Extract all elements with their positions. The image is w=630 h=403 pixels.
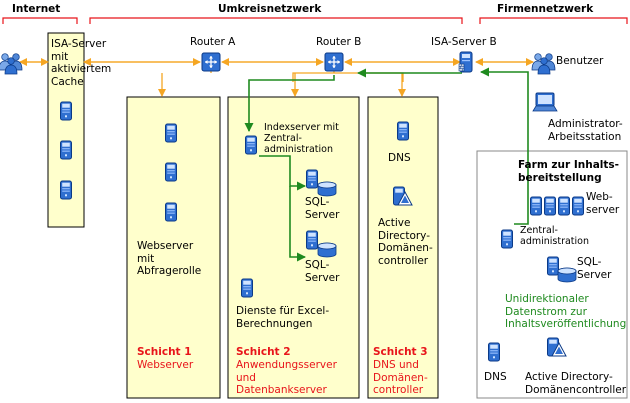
farm-web-server-icon	[530, 196, 542, 216]
isa-server-b-label: ISA-Server B	[431, 36, 497, 48]
admin-workstation-icon	[532, 92, 558, 112]
ad-domain-controller-label: Active Directory- Domänen- controller	[378, 217, 433, 267]
farm-title: Farm zur Inhalts- bereitstellung	[518, 159, 620, 184]
zone-brackets	[2, 17, 628, 24]
dns-label: DNS	[388, 152, 411, 164]
sql-database-2-icon	[317, 242, 337, 258]
tier1-title: Schicht 1	[137, 346, 192, 358]
web-query-server-icon	[165, 202, 177, 222]
index-server-label: Indexserver mit Zentral- administration	[264, 122, 339, 155]
web-query-server-icon	[165, 162, 177, 182]
tier1-desc: Webserver	[137, 359, 194, 371]
sql-database-1-icon	[317, 181, 337, 197]
internet-users-icon	[0, 53, 23, 75]
tier1-box	[126, 96, 221, 399]
isa-cache-server-icon	[60, 101, 72, 121]
corporate-users-icon	[531, 53, 556, 75]
farm-dns-label: DNS	[484, 371, 507, 383]
sql-server-1-label: SQL- Server	[305, 196, 340, 221]
unidirectional-label: Unidirektionaler Datenstrom zur Inhaltsv…	[505, 293, 627, 330]
farm-central-admin-label: Zentral- administration	[520, 225, 590, 247]
router-a-icon	[201, 52, 221, 72]
farm-web-server-icon	[544, 196, 556, 216]
farm-sql-database-icon	[557, 267, 577, 283]
isa-server-b-firewall-icon	[458, 51, 473, 73]
router-b-label: Router B	[316, 36, 362, 48]
farm-sql-server-icon	[547, 256, 559, 276]
farm-ad-domain-controller-label: Active Directory- Domänencontroller	[525, 371, 627, 396]
users-label: Benutzer	[556, 55, 604, 67]
web-query-server-icon	[165, 123, 177, 143]
tier3-title: Schicht 3	[373, 346, 428, 358]
farm-dns-server-icon	[488, 342, 500, 362]
index-server-icon	[245, 135, 257, 155]
sql-server-2-icon	[306, 230, 318, 250]
isa-cache-server-icon	[60, 180, 72, 200]
excel-services-label: Dienste für Excel- Berechnungen	[236, 305, 330, 330]
farm-sql-server-label: SQL- Server	[577, 256, 612, 281]
orange-connections	[19, 58, 534, 97]
tier3-desc: DNS und Domänen- controller	[373, 359, 428, 396]
farm-web-server-icon	[558, 196, 570, 216]
farm-web-server-icon	[572, 196, 584, 216]
excel-services-server-icon	[241, 278, 253, 298]
zone-internet-label: Internet	[12, 3, 61, 15]
dns-server-icon	[397, 121, 409, 141]
zone-perimeter-label: Umkreisnetzwerk	[218, 3, 322, 15]
router-a-label: Router A	[190, 36, 236, 48]
farm-web-server-label: Web- server	[586, 191, 620, 216]
sql-server-2-label: SQL- Server	[305, 259, 340, 284]
web-query-label: Webserver mit Abfragerolle	[137, 240, 202, 277]
router-b-icon	[324, 52, 344, 72]
tier3-box	[367, 96, 439, 399]
green-flow	[244, 67, 529, 262]
admin-workstation-label: Administrator- Arbeitsstation	[548, 118, 623, 143]
zone-corporate-label: Firmennetzwerk	[497, 3, 594, 15]
isa-cache-server-icon	[60, 140, 72, 160]
tier2-desc: Anwendungsserver und Datenbankserver	[236, 359, 337, 396]
tier2-title: Schicht 2	[236, 346, 291, 358]
sql-server-1-icon	[306, 169, 318, 189]
isa-cache-label: ISA-Server mit aktiviertem Cache	[51, 38, 112, 88]
farm-central-admin-icon	[501, 229, 513, 249]
